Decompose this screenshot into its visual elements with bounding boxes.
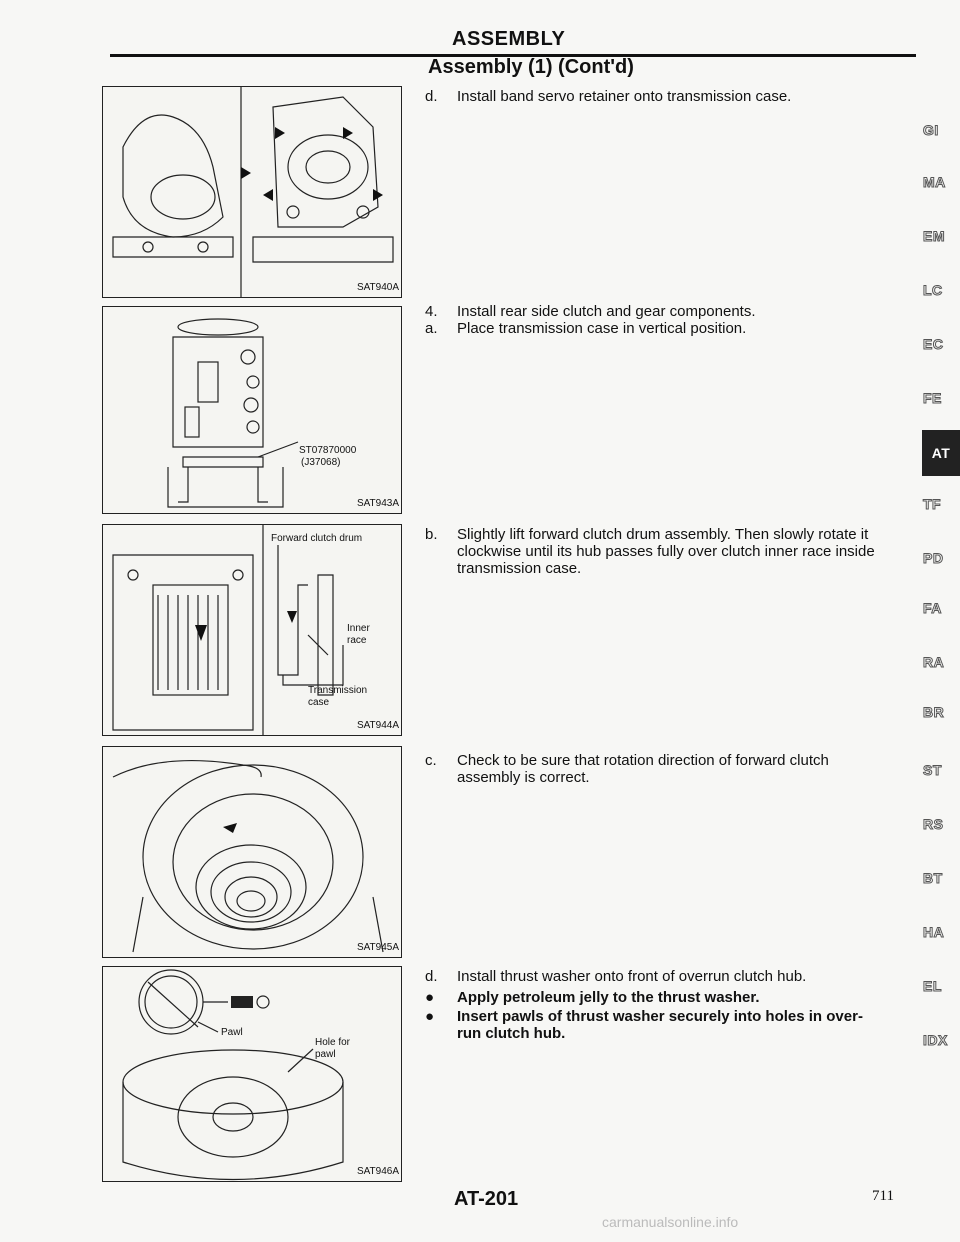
side-tab-em[interactable]: EM [923, 228, 946, 245]
side-tab-idx[interactable]: IDX [923, 1032, 948, 1049]
side-tab-gi[interactable]: GI [923, 122, 939, 139]
rotation-check-illustration [112, 759, 384, 953]
band-servo-illustration [112, 87, 394, 297]
side-tab-ma[interactable]: MA [923, 174, 946, 191]
forward-clutch-illustration [112, 525, 344, 735]
section-title: ASSEMBLY [452, 28, 566, 50]
hole-for-pawl-callout: Hole for [315, 1037, 351, 1048]
forward-clutch-drum-callout: Forward clutch drum [271, 533, 363, 544]
figure-transmission-case-vertical: ST07870000 (J37068) SAT943A [102, 306, 402, 514]
side-tab-fe[interactable]: FE [923, 390, 942, 407]
inner-race-callout: Inner [347, 623, 370, 634]
pawl-callout: Pawl [221, 1027, 243, 1038]
figure-band-servo: SAT940A [102, 86, 402, 298]
figure-code: SAT940A [356, 282, 399, 293]
side-tab-pd[interactable]: PD [923, 550, 944, 567]
tool-number-callout: ST07870000 [299, 445, 357, 456]
figure-rotation-check: SAT945A [102, 746, 402, 958]
figure-thrust-washer: Pawl Hole for pawl SAT946A [102, 966, 402, 1182]
figure-code: SAT946A [356, 1166, 399, 1177]
figure-code: SAT944A [356, 720, 399, 731]
side-tab-st[interactable]: ST [923, 762, 942, 779]
header-rule [110, 54, 916, 57]
watermark: carmanualsonline.info [602, 1214, 739, 1230]
hole-for-pawl-callout-2: pawl [315, 1049, 336, 1060]
side-tab-fa[interactable]: FA [923, 600, 942, 617]
inner-race-callout-2: race [347, 635, 367, 646]
side-tab-ha[interactable]: HA [923, 924, 945, 941]
figure-code: SAT943A [356, 498, 399, 509]
page-number: 711 [872, 1188, 894, 1204]
side-tab-ra[interactable]: RA [923, 654, 945, 671]
side-tab-rs[interactable]: RS [923, 816, 944, 833]
transmission-case-callout: Transmission [308, 685, 368, 696]
side-tab-ec[interactable]: EC [923, 336, 944, 353]
side-tab-bt[interactable]: BT [923, 870, 943, 887]
figure-forward-clutch: Forward clutch drum Inner race Transmiss… [102, 524, 402, 736]
transmission-case-callout-2: case [308, 697, 330, 708]
side-tab-el[interactable]: EL [923, 978, 942, 995]
figure-code: SAT945A [356, 942, 399, 953]
tool-alt-number-callout: (J37068) [301, 457, 341, 468]
side-tab-br[interactable]: BR [923, 704, 945, 721]
side-tab-tf[interactable]: TF [923, 496, 942, 513]
side-tab-lc[interactable]: LC [923, 282, 943, 299]
thrust-washer-illustration [122, 969, 344, 1181]
page-label: AT-201 [454, 1188, 519, 1210]
page-subtitle: Assembly (1) (Cont'd) [428, 56, 634, 78]
side-tab-at-active[interactable]: AT [922, 430, 960, 476]
case-stand-illustration [167, 318, 299, 508]
